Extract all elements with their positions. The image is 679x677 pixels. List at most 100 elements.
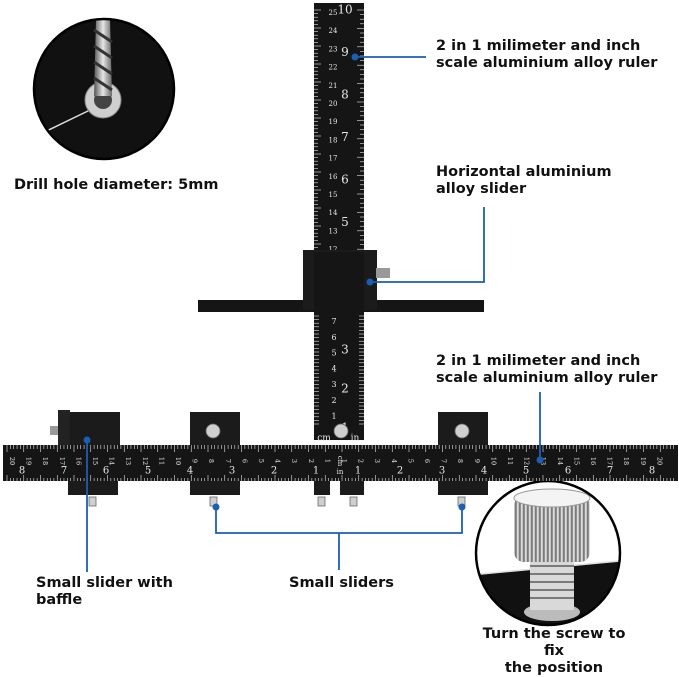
vertical-inch-number: 10 [337, 3, 352, 17]
vertical-cm-number: 24 [329, 27, 338, 35]
horizontal-cm-number: 2 [357, 459, 365, 463]
horizontal-cm-number: 15 [572, 457, 580, 465]
label-baffle-slider-line2: baffle [36, 592, 83, 608]
horizontal-cm-number: 7 [224, 459, 232, 463]
label-turn-screw: Turn the screw to fix the position [471, 626, 637, 677]
label-small-sliders: Small sliders [289, 575, 394, 591]
vertical-cm-number: 21 [329, 82, 338, 90]
vertical-unit-in: in [351, 434, 360, 444]
label-drill-hole: Drill hole diameter: 5mm [14, 177, 219, 193]
vertical-unit-cm: cm [317, 434, 331, 444]
lower-clamp-left [190, 481, 240, 495]
horizontal-cm-number: 6 [423, 459, 431, 463]
horizontal-cm-number: 17 [58, 457, 66, 465]
label-baffle-slider: Small slider with baffle [36, 575, 173, 609]
vertical-cm-number: 17 [329, 155, 338, 163]
vertical-inch-number: 2 [341, 382, 349, 396]
vertical-inch-number: 3 [341, 343, 349, 357]
horizontal-cm-number: 14 [108, 457, 116, 465]
vertical-cm-number: 16 [329, 173, 338, 181]
horizontal-cm-number: 6 [240, 459, 248, 463]
horizontal-cm-number: 1 [323, 459, 331, 463]
jig-assembly: 2524232221201918171615141312111091098765… [3, 3, 678, 507]
slider-screw [376, 268, 390, 278]
horizontal-inch-number: 2 [397, 466, 403, 477]
label-vertical-ruler-line2: scale aluminium alloy ruler [436, 55, 658, 71]
vertical-cm-number: 6 [331, 333, 336, 342]
horizontal-cm-number: 15 [91, 457, 99, 465]
horizontal-cm-number: 11 [157, 457, 165, 465]
horizontal-cm-number: 16 [589, 457, 597, 465]
vertical-cm-number: 14 [329, 209, 338, 217]
horizontal-cm-number: 5 [406, 459, 414, 463]
horizontal-cm-number: 19 [639, 457, 647, 465]
horizontal-cm-number: 8 [207, 459, 215, 463]
vertical-cm-number: 20 [329, 100, 338, 108]
horizontal-ruler [3, 445, 678, 481]
horizontal-inch-number: 1 [313, 466, 319, 477]
horizontal-cm-number: 20 [655, 457, 663, 465]
horizontal-cm-number: 2 [307, 459, 315, 463]
vertical-cm-number: 22 [329, 64, 338, 72]
horizontal-cm-number: 16 [74, 457, 82, 465]
label-vertical-ruler: 2 in 1 milimeter and inch scale aluminiu… [436, 38, 657, 72]
callout-small-sliders [215, 507, 463, 534]
horizontal-inch-number: 5 [523, 466, 529, 477]
horizontal-inch-number: 3 [439, 466, 445, 477]
horizontal-cm-number: 5 [257, 459, 265, 463]
drill-hole-inset [32, 17, 176, 161]
horizontal-cm-number: 9 [191, 459, 199, 463]
horizontal-cm-number: 4 [390, 459, 398, 463]
horizontal-cm-number: 19 [25, 457, 33, 465]
label-vertical-ruler-line1: 2 in 1 milimeter and inch [436, 38, 641, 54]
label-horizontal-ruler: 2 in 1 milimeter and inch scale aluminiu… [436, 353, 657, 387]
horizontal-inch-number: 5 [145, 466, 151, 477]
horizontal-inch-number: 8 [649, 466, 655, 477]
callout-lines [86, 56, 541, 572]
vertical-cm-number: 2 [331, 396, 336, 405]
horizontal-cm-number: 9 [473, 459, 481, 463]
horizontal-cm-number: 18 [622, 457, 630, 465]
horizontal-cm-number: 12 [523, 457, 531, 465]
vertical-cm-number: 7 [331, 317, 336, 326]
horizontal-unit-in: in [337, 468, 344, 476]
vertical-cm-number: 25 [329, 9, 338, 17]
horizontal-inch-number: 1 [355, 466, 361, 477]
label-turn-screw-line2: the position [504, 660, 604, 676]
horizontal-cm-number: 3 [290, 459, 298, 463]
label-horizontal-slider: Horizontal aluminium alloy slider [436, 164, 612, 198]
horizontal-cm-number: 3 [373, 459, 381, 463]
vertical-cm-number: 5 [331, 349, 336, 358]
horizontal-cm-number: 7 [440, 459, 448, 463]
horizontal-cm-number: 17 [606, 457, 614, 465]
horizontal-cm-number: 10 [489, 457, 497, 465]
horizontal-inch-number: 7 [607, 466, 613, 477]
label-horizontal-slider-line2: alloy slider [436, 181, 527, 197]
horizontal-inch-number: 2 [271, 466, 277, 477]
horizontal-cm-number: 13 [124, 457, 132, 465]
vertical-ruler [314, 3, 364, 440]
horizontal-unit-cm: cm [336, 456, 344, 467]
vertical-cm-number: 15 [329, 191, 338, 199]
label-turn-screw-line1: Turn the screw to fix [482, 626, 626, 659]
label-horizontal-slider-line1: Horizontal aluminium [436, 164, 612, 180]
vertical-cm-number: 19 [329, 118, 338, 126]
vertical-cm-number: 4 [331, 364, 336, 373]
vertical-cm-number: 18 [329, 136, 338, 144]
horizontal-inch-number: 3 [229, 466, 235, 477]
horizontal-inch-number: 8 [19, 466, 25, 477]
vertical-inch-number: 7 [341, 130, 349, 144]
horizontal-cm-number: 10 [174, 457, 182, 465]
horizontal-cm-number: 12 [141, 457, 149, 465]
horizontal-inch-number: 4 [187, 466, 193, 477]
thumb-screw-head [514, 496, 590, 562]
horizontal-cm-number: 18 [41, 457, 49, 465]
lower-clamp-baffle [68, 481, 118, 495]
horizontal-inch-number: 6 [103, 466, 109, 477]
horizontal-cm-number: 8 [456, 459, 464, 463]
horizontal-cm-number: 4 [274, 459, 282, 463]
label-horizontal-ruler-line1: 2 in 1 milimeter and inch [436, 353, 641, 369]
screws [88, 423, 470, 507]
vertical-cm-number: 1 [331, 412, 336, 421]
vertical-cm-number: 23 [329, 45, 338, 53]
